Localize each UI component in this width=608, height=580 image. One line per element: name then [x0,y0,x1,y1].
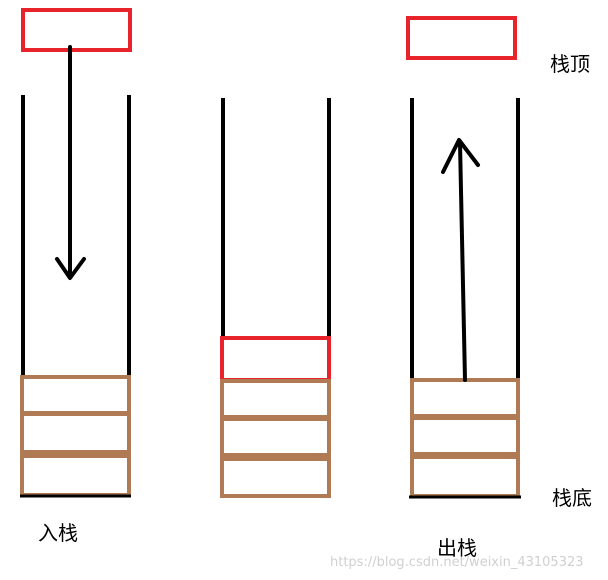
stack-items [220,379,331,498]
stack-item [220,417,331,457]
stack-pop [406,16,521,499]
stack-item [410,416,520,456]
stack-item [20,454,131,497]
stack-item [220,457,331,498]
popped-element [406,16,517,60]
stack-item [220,379,331,419]
stack-items [20,375,131,497]
stack-items [410,378,520,498]
stack-item [20,412,131,454]
pushed-element [21,8,132,52]
label-push: 入栈 [38,521,78,545]
watermark: https://blog.csdn.net/weixin_43105323 [330,555,584,570]
stack-item [20,375,131,415]
stack-item [410,378,520,418]
stack-after-push [220,98,331,498]
push-arrow [55,45,86,280]
label-pop: 出栈 [437,536,477,560]
stack-push [20,8,132,498]
pop-arrow [441,138,480,382]
label-stack-bottom: 栈底 [552,486,592,510]
stack-item [410,455,520,498]
label-stack-top: 栈顶 [550,52,590,76]
top-element [220,336,331,382]
